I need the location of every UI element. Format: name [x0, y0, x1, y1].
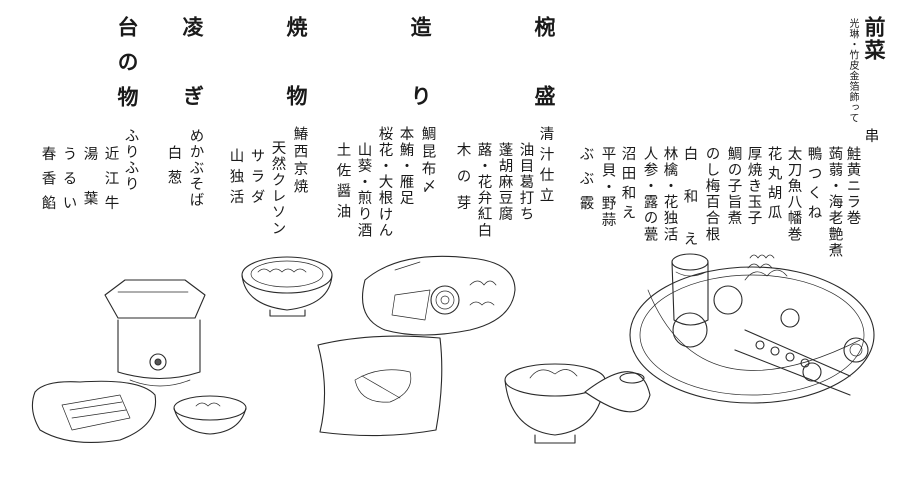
section-title-wanmori: 椀盛 [532, 16, 557, 154]
menu-item: 沼田和え [619, 146, 636, 224]
section-title-shinogi: 凌ぎ [180, 16, 205, 154]
menu-item: 天然クレソン [269, 140, 286, 237]
menu-item: 蒟蒻・海老艶煮 [826, 146, 843, 259]
section-title-tsukuri: 造り [408, 16, 433, 154]
section-subtitle-zensai: 光琳・竹皮金箔飾って [847, 18, 858, 123]
section-title-dainomono: 台の物 [115, 16, 140, 121]
menu-item: 白葱 [165, 145, 182, 194]
menu-item: 春香餡 [39, 146, 56, 220]
menu-item: 鰆西京焼 [291, 126, 308, 196]
menu-item: 土佐醤油 [334, 142, 351, 224]
menu-item: 湯葉 [81, 146, 98, 235]
menu-item: 林檎・花独活 [661, 146, 678, 243]
dainomono-plate-illustration [31, 380, 157, 444]
menu-item: 厚焼き玉子 [745, 146, 762, 227]
menu-item: うるい [60, 146, 77, 220]
menu-item: 山独活 [227, 148, 244, 210]
menu-item: 近江牛 [102, 146, 119, 220]
menu-item: めかぶそば [187, 128, 204, 209]
dainomono-stove-illustration [104, 279, 206, 387]
menu-item: 蕗・花弁紅白 [475, 142, 492, 239]
menu-item: 清汁仕立 [537, 126, 554, 208]
menu-item: 木の芽 [454, 142, 471, 222]
menu-item: 白和え [681, 146, 698, 274]
menu-item: 鯛の子旨煮 [725, 146, 742, 227]
shinogi-bowl-illustration [241, 256, 333, 317]
menu-item: 鮭黄ニラ巻 [844, 146, 861, 227]
menu-item: 山葵・煎り酒 [355, 142, 372, 239]
menu-item: 串 [862, 128, 879, 145]
menu-item: 蓬胡麻豆腐 [496, 142, 513, 223]
menu-item: サラダ [248, 148, 265, 210]
menu-item: ぶぶ霰 [577, 146, 594, 220]
menu-item: 鴨つくね [805, 146, 822, 224]
wanmori-bowl-illustration [504, 363, 651, 444]
menu-item: 平貝・野蒜 [599, 146, 616, 229]
menu-item: 太刀魚八幡巻 [785, 146, 802, 243]
section-title-yakimono: 焼物 [284, 16, 309, 154]
menu-item: のし梅百合根 [703, 146, 720, 243]
tsukuri-plate-illustration [361, 255, 516, 336]
menu-item: 本鮪・雁足 [397, 126, 414, 207]
dainomono-small-bowl-illustration [173, 395, 247, 435]
yakimono-paper-illustration [317, 335, 443, 437]
menu-item: 油目葛打ち [517, 142, 534, 223]
menu-item: ふりふり [122, 128, 139, 193]
menu-item: 花丸胡瓜 [765, 146, 782, 224]
menu-item: 桜花・大根けん [376, 126, 393, 239]
menu-item: 鯛昆布〆 [419, 126, 436, 196]
menu-item: 人参・露の甍 [641, 146, 658, 243]
section-title-zensai: 前菜 [862, 16, 887, 62]
zensai-platter-illustration [629, 253, 875, 404]
